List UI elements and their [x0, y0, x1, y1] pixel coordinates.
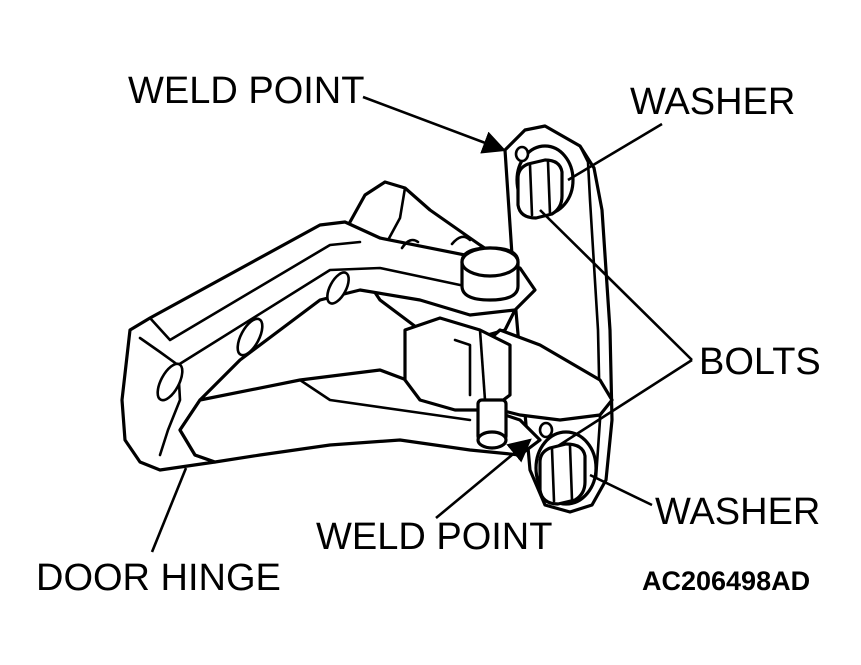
label-door-hinge: DOOR HINGE	[36, 557, 281, 599]
upper-weld-point	[514, 145, 530, 163]
lower-bolt	[534, 430, 598, 506]
hinge-arm	[120, 220, 542, 472]
leader-bolts-upper	[539, 209, 693, 361]
upper-bolt	[515, 144, 575, 220]
leader-bolts-lower	[557, 358, 693, 448]
label-washer-top: WASHER	[630, 81, 795, 123]
hinge-illustration	[120, 124, 614, 514]
callout-labels: WELD POINT WASHER BOLTS WASHER WELD POIN…	[36, 70, 821, 599]
figure-code: AC206498AD	[642, 566, 810, 596]
arm-slots	[156, 235, 472, 402]
leader-door-hinge	[150, 467, 188, 553]
leader-washer-top	[567, 122, 663, 182]
label-washer-bottom: WASHER	[655, 491, 820, 533]
label-weld-point-bottom: WELD POINT	[316, 516, 552, 558]
leader-lines	[150, 95, 693, 553]
label-bolts: BOLTS	[699, 341, 821, 383]
lower-weld-point	[538, 421, 554, 439]
hinge-pin	[403, 246, 520, 450]
leader-weld-point-top	[362, 95, 507, 154]
leader-washer-bottom	[589, 473, 653, 507]
label-weld-point-top: WELD POINT	[128, 70, 364, 112]
leader-weld-point-bottom	[435, 438, 532, 520]
